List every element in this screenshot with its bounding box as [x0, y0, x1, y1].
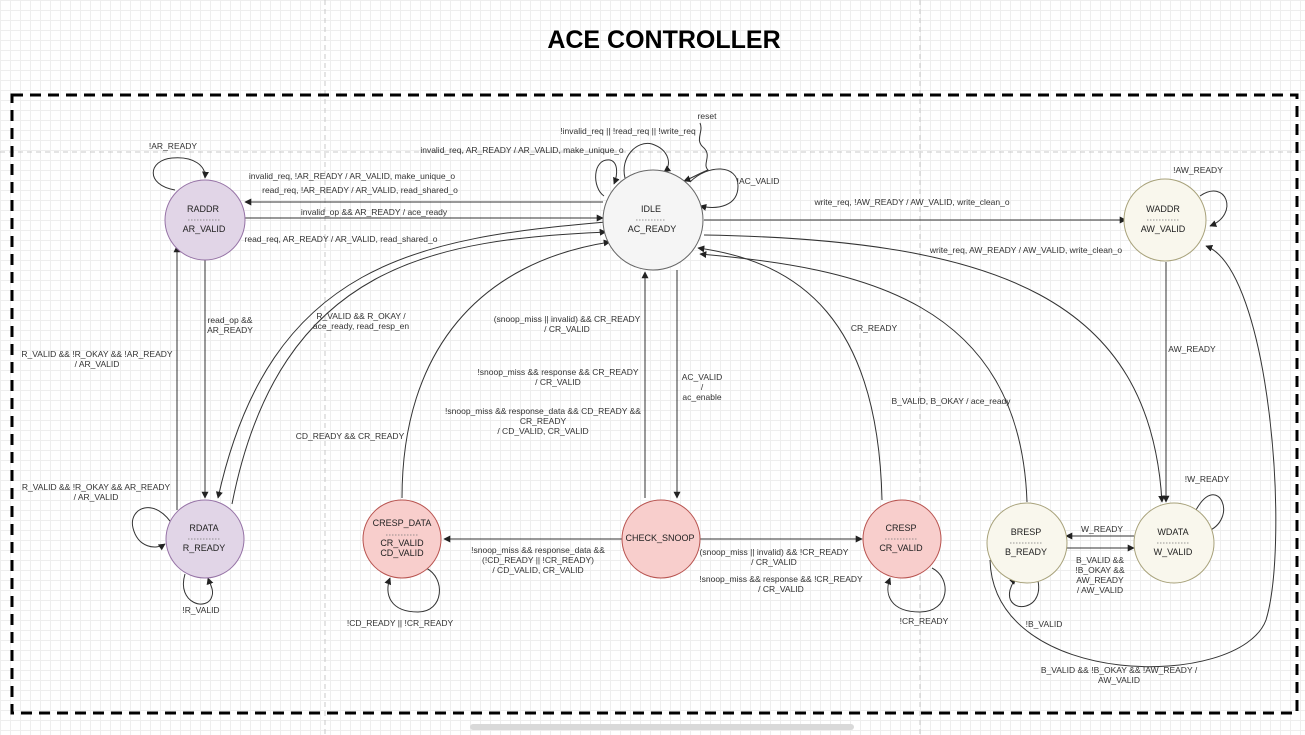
edge-label-cs-crespdata: !snoop_miss && response_data &&(!CD_READ…: [471, 545, 605, 575]
state-output: W_VALID: [1154, 547, 1193, 557]
horizontal-scrollbar[interactable]: [470, 724, 854, 730]
edge-cresp-idle: [697, 245, 883, 501]
edge-label-idle-raddr-1: invalid_req, !AR_READY / AR_VALID, make_…: [249, 171, 455, 181]
edge-label-bresp-self: !B_VALID: [1026, 619, 1063, 629]
edge-label-idle-raddr-2: read_req, !AR_READY / AR_VALID, read_sha…: [262, 185, 458, 195]
edge-label-rdata-idle: R_VALID && R_OKAY /ace_ready, read_resp_…: [313, 311, 410, 331]
edge-label-bresp-waddr: B_VALID && !B_OKAY && !AW_READY /AW_VALI…: [1041, 665, 1198, 685]
state-bresp[interactable]: BRESP B_READY: [986, 502, 1068, 584]
edge-bresp-waddr: [989, 244, 1277, 668]
edge-bresp-idle: [699, 251, 1028, 503]
edge-label-idle-self-2: invalid_req, AR_READY / AR_VALID, make_u…: [420, 145, 624, 155]
edge-label-cs-cresp-1: (snoop_miss || invalid) && !CR_READY/ CR…: [700, 547, 849, 567]
diagram-title: ACE CONTROLLER: [547, 26, 780, 54]
edge-rdata-self-2: [182, 573, 214, 605]
edge-idle-wdata: [703, 234, 1166, 503]
edge-label-wdata-bresp: W_READY: [1081, 524, 1123, 534]
edge-rdata-idle: [231, 228, 607, 505]
edge-label-cs-idle-2: !snoop_miss && response && CR_READY/ CR_…: [477, 367, 638, 387]
edge-label-reset: reset: [698, 111, 718, 121]
edge-crespdata-self: [384, 567, 440, 613]
edge-label-cresp-idle: CR_READY: [851, 323, 898, 333]
edge-idle-self-2: [595, 159, 620, 197]
state-name: RADDR: [187, 204, 220, 214]
state-name: RDATA: [189, 523, 218, 533]
edge-raddr-self: [152, 157, 210, 191]
state-wdata[interactable]: WDATA W_VALID: [1133, 502, 1215, 584]
edge-label-idle-waddr: write_req, !AW_READY / AW_VALID, write_c…: [813, 197, 1009, 207]
edge-idle-self-3: [689, 168, 739, 211]
state-check-snoop[interactable]: CHECK_SNOOP: [621, 499, 701, 579]
edge-label-idle-self-3: !AC_VALID: [737, 176, 780, 186]
edge-label-cresp-self: !CR_READY: [900, 616, 949, 626]
edge-label-idle-wdata: write_req, AW_READY / AW_VALID, write_cl…: [929, 245, 1123, 255]
edge-waddr-self: [1199, 190, 1228, 227]
edge-label-crespdata-self: !CD_READY || !CR_READY: [347, 618, 454, 628]
edge-label-raddr-idle: invalid_op && AR_READY / ace_ready: [301, 207, 448, 217]
state-name: WADDR: [1146, 204, 1180, 214]
edge-label-cs-idle-1: (snoop_miss || invalid) && CR_READY/ CR_…: [494, 314, 641, 334]
edge-label-idle-self-1: !invalid_req || !read_req || !write_req: [560, 126, 696, 136]
state-output: AC_READY: [628, 224, 677, 234]
state-rdata[interactable]: RDATA R_READY: [165, 499, 245, 579]
edge-cresp-self: [884, 567, 946, 613]
edge-label-raddr-self: !AR_READY: [149, 141, 198, 151]
edge-label-idle-cs: AC_VALID/ac_enable: [682, 372, 722, 402]
edge-reset: [683, 122, 709, 183]
state-name: BRESP: [1011, 527, 1042, 537]
edge-label-bresp-idle: B_VALID, B_OKAY / ace_ready: [891, 396, 1011, 406]
edge-label-rdata-raddr: R_VALID && !R_OKAY && !AR_READY/ AR_VALI…: [21, 349, 173, 369]
state-output: CR_VALID: [879, 543, 923, 553]
state-cresp-data[interactable]: CRESP_DATA CR_VALID CD_VALID: [362, 499, 442, 579]
state-output: CD_VALID: [380, 548, 424, 558]
state-cresp-data-circle: [362, 499, 442, 579]
state-name: CRESP_DATA: [373, 518, 432, 528]
edge-label-rdata-self-2: !R_VALID: [182, 605, 219, 615]
state-name: IDLE: [641, 204, 661, 214]
edge-label-waddr-self: !AW_READY: [1173, 165, 1223, 175]
state-output: B_READY: [1005, 547, 1047, 557]
state-wdata-circle: [1133, 502, 1215, 584]
state-output: CR_VALID: [380, 538, 424, 548]
edge-rdata-self-1: [131, 507, 175, 551]
edge-label-cs-idle-3: !snoop_miss && response_data && CD_READY…: [445, 406, 641, 436]
state-cresp[interactable]: CRESP CR_VALID: [862, 499, 942, 579]
edge-label-idle-rdata: read_req, AR_READY / AR_VALID, read_shar…: [245, 234, 438, 244]
state-output: AW_VALID: [1141, 224, 1186, 234]
state-cresp-circle: [862, 499, 942, 579]
state-bresp-circle: [986, 502, 1068, 584]
edge-crespdata-idle: [401, 239, 611, 499]
edge-label-wdata-self: !W_READY: [1185, 474, 1230, 484]
edge-label-waddr-wdata: AW_READY: [1168, 344, 1216, 354]
edge-label-cs-cresp-2: !snoop_miss && response && !CR_READY/ CR…: [699, 574, 863, 594]
state-check-snoop-circle: [621, 499, 701, 579]
edge-label-rdata-self-1: R_VALID && !R_OKAY && AR_READY/ AR_VALID: [22, 482, 171, 502]
edge-wdata-self: [1195, 494, 1224, 534]
edge-idle-rdata: [215, 221, 607, 499]
state-name: CRESP: [885, 523, 916, 533]
dashed-frame: [10, 93, 1299, 715]
edge-label-raddr-rdata: read_op &&AR_READY: [207, 315, 253, 335]
edge-label-bresp-wdata: B_VALID &&!B_OKAY &&AW_READY/ AW_VALID: [1075, 555, 1125, 595]
state-raddr-circle: [164, 179, 246, 261]
state-idle[interactable]: IDLE AC_READY: [602, 169, 704, 271]
state-idle-circle: [602, 169, 704, 271]
state-output: AR_VALID: [183, 224, 226, 234]
edge-idle-self-1: [623, 142, 672, 179]
state-raddr[interactable]: RADDR AR_VALID: [164, 179, 246, 261]
state-output: R_READY: [183, 543, 226, 553]
state-name: WDATA: [1157, 527, 1188, 537]
state-waddr[interactable]: WADDR AW_VALID: [1123, 178, 1207, 262]
state-rdata-circle: [165, 499, 245, 579]
state-name: CHECK_SNOOP: [625, 533, 694, 543]
edge-label-crespdata-idle: CD_READY && CR_READY: [296, 431, 405, 441]
